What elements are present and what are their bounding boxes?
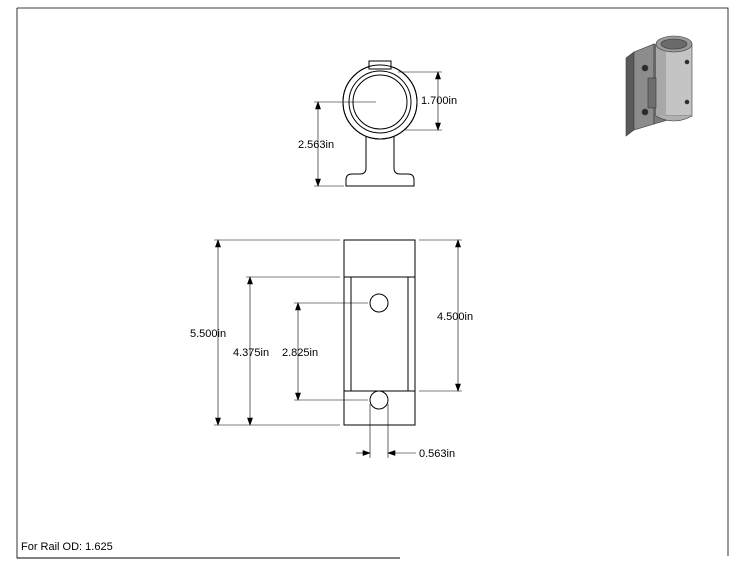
arrowhead <box>215 239 221 248</box>
arrowhead <box>215 417 221 426</box>
iso-slot <box>647 77 657 109</box>
sheet-frame <box>16 7 729 559</box>
iso-tube-bottom <box>655 115 693 122</box>
arrowhead <box>362 450 371 456</box>
top-view <box>342 60 418 187</box>
frame-top-right <box>17 7 729 556</box>
dim-plate-length: 4.375in <box>233 347 269 359</box>
arrowhead <box>435 122 441 131</box>
frame-left-bottom <box>16 8 400 559</box>
dim-tube-length: 4.500in <box>437 311 473 323</box>
iso-tube-shade <box>656 44 666 116</box>
iso-tube-hole-upper <box>684 59 690 65</box>
dim-hole-spacing: 2.825in <box>282 347 318 359</box>
iso-hole-lower <box>641 108 649 116</box>
arrowhead <box>387 450 396 456</box>
front-view <box>343 239 416 426</box>
arrowhead <box>247 276 253 285</box>
rail-od-note: For Rail OD: 1.625 <box>21 541 113 553</box>
front-view-dimensions <box>214 239 462 458</box>
mount-hole-upper <box>369 293 389 313</box>
arrowhead <box>315 101 321 110</box>
iso-tube-bore <box>660 38 688 50</box>
arrowhead <box>247 417 253 426</box>
dim-overall-length: 5.500in <box>190 328 226 340</box>
arrowhead <box>295 392 301 401</box>
isometric-view <box>625 35 693 137</box>
arrowhead <box>455 383 461 392</box>
iso-hole-upper <box>641 64 649 72</box>
top-view-stem-base <box>345 132 415 187</box>
mount-hole-lower <box>369 390 389 410</box>
top-view-dimensions <box>314 71 442 187</box>
arrowhead <box>455 239 461 248</box>
dim-hole-diameter: 0.563in <box>419 448 455 460</box>
arrowhead <box>315 178 321 187</box>
dim-center-height: 2.563in <box>298 139 334 151</box>
dim-ring-height: 1.700in <box>421 95 457 107</box>
iso-plate-side <box>625 51 635 137</box>
arrowhead <box>435 71 441 80</box>
iso-tube-hole-lower <box>684 99 690 105</box>
arrowhead <box>295 302 301 311</box>
